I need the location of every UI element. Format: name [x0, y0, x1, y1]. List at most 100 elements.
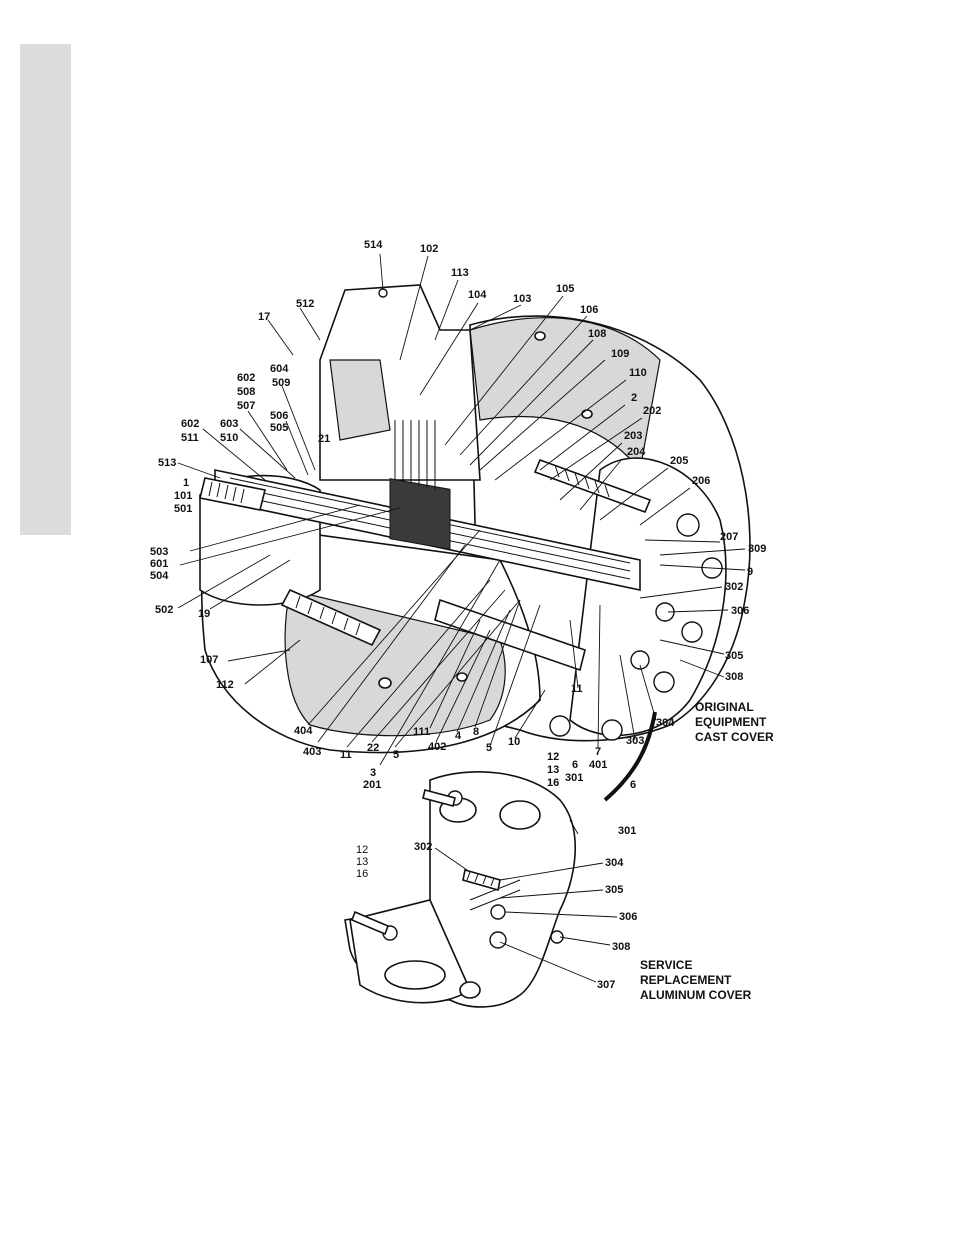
- label-402: 402: [428, 741, 446, 753]
- cover-bolt: [489, 931, 507, 949]
- label-502: 502: [155, 604, 173, 616]
- label-503: 503: [150, 546, 168, 558]
- svg-text:SERVICE: SERVICE: [640, 958, 692, 972]
- label-509: 509: [272, 377, 290, 389]
- flange-bolt: [630, 650, 650, 670]
- label-12a: 12: [547, 751, 559, 763]
- housing-stipple-top: [469, 317, 661, 472]
- label-308b: 308: [612, 941, 630, 953]
- label-21: 21: [318, 433, 330, 445]
- label-19: 19: [198, 608, 210, 620]
- service-cover-drawing: [344, 771, 576, 1008]
- label-17: 17: [258, 311, 270, 323]
- label-2: 2: [631, 392, 637, 404]
- label-110: 110: [629, 367, 647, 379]
- leader-lines: [177, 253, 746, 983]
- spline-stack: [389, 420, 451, 550]
- label-306: 306: [731, 605, 749, 617]
- label-206: 206: [692, 475, 710, 487]
- label-107: 107: [200, 654, 218, 666]
- label-308: 308: [725, 671, 743, 683]
- label-602a: 602: [237, 372, 255, 384]
- side-tab: [20, 44, 71, 535]
- label-108: 108: [588, 328, 606, 340]
- label-505: 505: [270, 422, 288, 434]
- label-13a: 13: [547, 764, 559, 776]
- label-302: 302: [725, 581, 743, 593]
- label-111: 111: [413, 726, 430, 738]
- upper-block-section: [329, 359, 391, 441]
- label-112: 112: [216, 679, 234, 691]
- label-12b: 12: [356, 844, 368, 856]
- main-assembly-drawing: [199, 284, 751, 754]
- label-603: 603: [220, 418, 238, 430]
- label-1: 1: [183, 477, 189, 489]
- caption-original: ORIGINAL EQUIPMENT CAST COVER: [695, 700, 774, 744]
- label-302b: 302: [414, 841, 432, 853]
- label-105: 105: [556, 283, 574, 295]
- svg-text:ORIGINAL: ORIGINAL: [695, 700, 754, 714]
- label-11b: 11: [571, 683, 583, 695]
- label-101: 101: [174, 490, 192, 502]
- flange-bolt: [601, 719, 623, 741]
- label-604: 604: [270, 363, 289, 375]
- flange-bolt: [549, 715, 571, 737]
- label-506: 506: [270, 410, 288, 422]
- label-513: 513: [158, 457, 176, 469]
- label-403: 403: [303, 746, 321, 758]
- spring-rod-lower: [280, 588, 382, 647]
- cover-bolt: [490, 904, 506, 920]
- label-4: 4: [455, 730, 462, 742]
- label-16b: 16: [356, 868, 368, 880]
- svg-text:ALUMINUM COVER: ALUMINUM COVER: [640, 988, 752, 1002]
- flange-bolt: [676, 513, 700, 537]
- part-labels: 514 102 113 104 103 105 106 108 109 110 …: [150, 239, 766, 991]
- spring-rod-upper: [533, 458, 652, 514]
- cover-bolt: [550, 930, 564, 944]
- flange-bolt: [681, 621, 703, 643]
- svg-text:EQUIPMENT: EQUIPMENT: [695, 715, 767, 729]
- label-404: 404: [294, 725, 313, 737]
- label-602b: 602: [181, 418, 199, 430]
- label-11a: 11: [340, 749, 352, 761]
- label-203: 203: [624, 430, 642, 442]
- caption-service: SERVICE REPLACEMENT ALUMINUM COVER: [640, 958, 752, 1002]
- label-113: 113: [451, 267, 469, 279]
- label-10: 10: [508, 736, 520, 748]
- label-3: 3: [370, 767, 376, 779]
- label-102: 102: [420, 243, 438, 255]
- label-508: 508: [237, 386, 255, 398]
- label-204: 204: [627, 446, 646, 458]
- label-202: 202: [643, 405, 661, 417]
- label-6a: 6: [572, 759, 578, 771]
- flange-bolt: [653, 671, 675, 693]
- replacement-arrow: [603, 711, 657, 802]
- label-309: 309: [748, 543, 766, 555]
- label-6b: 6: [630, 779, 636, 791]
- svg-text:CAST COVER: CAST COVER: [695, 730, 774, 744]
- label-205: 205: [670, 455, 688, 467]
- label-13b: 13: [356, 856, 368, 868]
- input-shaft: [199, 477, 266, 511]
- label-22: 22: [367, 742, 379, 754]
- label-207: 207: [720, 531, 738, 543]
- label-8: 8: [473, 726, 479, 738]
- label-16a: 16: [547, 777, 559, 789]
- svg-text:REPLACEMENT: REPLACEMENT: [640, 973, 732, 987]
- label-5a: 5: [393, 749, 399, 761]
- label-301b: 301: [618, 825, 636, 837]
- label-9: 9: [747, 566, 753, 578]
- label-103: 103: [513, 293, 531, 305]
- label-306b: 306: [619, 911, 637, 923]
- label-510: 510: [220, 432, 238, 444]
- label-601: 601: [150, 558, 168, 570]
- label-511: 511: [181, 432, 199, 444]
- label-7: 7: [595, 746, 601, 758]
- label-401: 401: [589, 759, 607, 771]
- label-514: 514: [364, 239, 383, 251]
- label-201: 201: [363, 779, 381, 791]
- label-305b: 305: [605, 884, 623, 896]
- label-512: 512: [296, 298, 314, 310]
- label-301a: 301: [565, 772, 583, 784]
